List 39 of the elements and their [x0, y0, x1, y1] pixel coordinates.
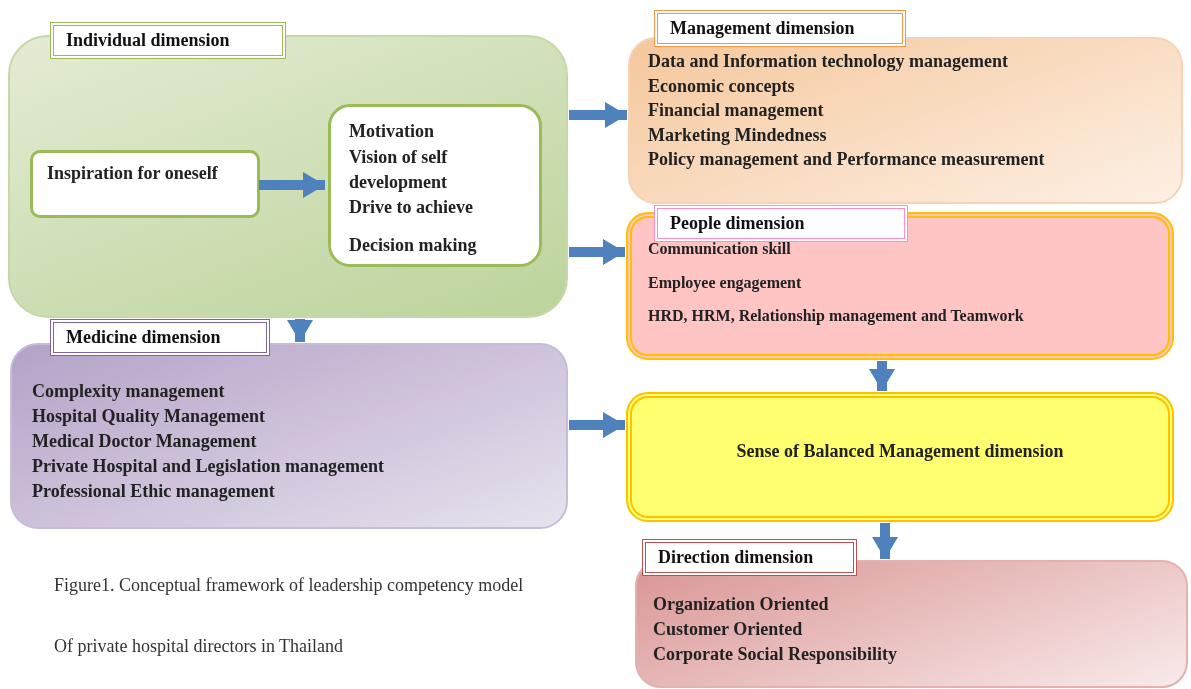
- item-text: Drive to achieve: [349, 196, 474, 219]
- block-arrow: [259, 172, 325, 198]
- item-text: Communication skill: [648, 240, 791, 258]
- block-arrow: [569, 102, 627, 128]
- heading-tab: Direction dimension: [642, 539, 857, 576]
- item-text: Complexity management: [32, 381, 225, 402]
- item-text: Decision making: [349, 234, 478, 257]
- item-text: HRD, HRM, Relationship management and Teamwork: [648, 307, 1024, 325]
- item-text: Economic concepts: [648, 76, 795, 97]
- box: [626, 392, 1174, 522]
- box: [328, 104, 542, 267]
- item-text: Motivation: [349, 120, 435, 143]
- item-text: Policy management and Performance measurement: [648, 149, 1045, 170]
- item-text: Employee engagement: [648, 274, 802, 292]
- item-text: Medical Doctor Management: [32, 431, 257, 452]
- item-text: Organization Oriented: [653, 594, 829, 615]
- item-text: Financial management: [648, 100, 824, 121]
- heading-tab: Medicine dimension: [50, 319, 270, 356]
- block-arrow: [872, 523, 898, 559]
- item-text: Inspiration for oneself: [47, 163, 218, 184]
- item-text: Hospital Quality Management: [32, 406, 265, 427]
- item-text: Sense of Balanced Management dimension: [735, 441, 1065, 462]
- item-text: Professional Ethic management: [32, 481, 275, 502]
- heading-tab: People dimension: [654, 205, 908, 242]
- item-text: Customer Oriented: [653, 619, 803, 640]
- caption-text: Of private hospital directors in Thailand: [54, 636, 344, 657]
- item-text: Data and Information technology management: [648, 51, 1008, 72]
- item-text: Private Hospital and Legislation management: [32, 456, 384, 477]
- heading-tab: Individual dimension: [50, 22, 286, 59]
- figure-caption: Figure1. Conceptual framework of leadership competency model: [54, 575, 524, 596]
- block-arrow: [287, 319, 313, 342]
- box: [30, 150, 260, 218]
- item-text: Vision of self development: [349, 146, 449, 194]
- item-text: Marketing Mindedness: [648, 125, 827, 146]
- heading-tab: Management dimension: [654, 10, 906, 47]
- block-arrow: [569, 412, 625, 438]
- block-arrow: [869, 361, 895, 391]
- item-text: Corporate Social Responsibility: [653, 644, 897, 665]
- block-arrow: [569, 239, 625, 265]
